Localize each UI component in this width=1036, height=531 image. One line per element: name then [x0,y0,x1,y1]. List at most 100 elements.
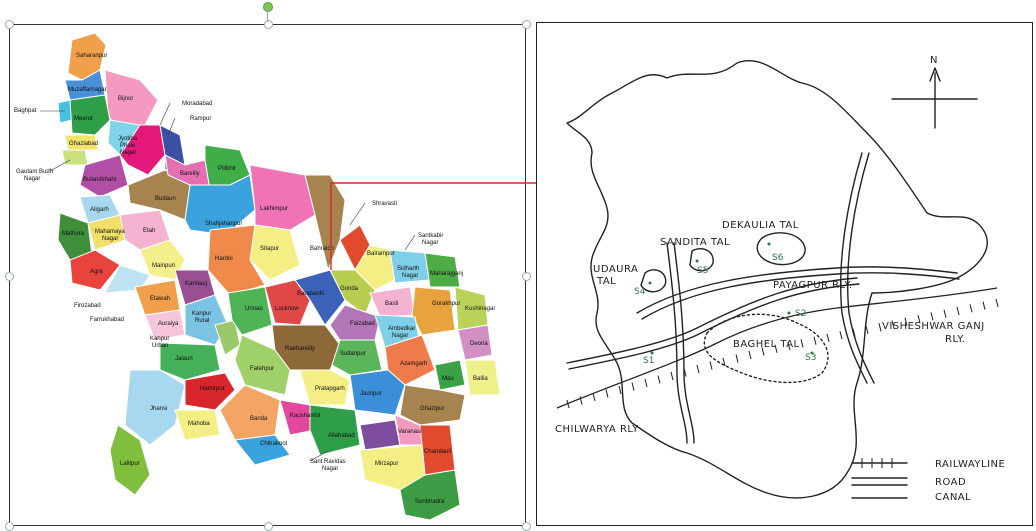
legend-canal-label: CANAL [935,492,971,503]
label-ballia: Ballia [473,376,488,382]
label-etawah: Etawah [150,296,170,302]
label-muzaffarnagar: Muzaffarnagar [68,87,107,93]
resize-handle-top[interactable] [264,20,273,29]
baghel-tal-label: BAGHEL TAL [733,339,800,350]
label-santravidas2: Nagar [322,466,338,472]
site-s4-label: S4 [634,287,646,297]
study-area-sketch-map: N DEKAULIA TAL SANDITA TAL UDAURA TAL BA… [555,55,1005,503]
sample-site-dots [648,242,814,355]
label-fatehpur: Fatehpur [250,366,274,372]
label-farrukhabad: Farrukhabad [90,317,124,323]
label-shravasti: Shravasti [372,201,397,207]
north-label: N [930,55,938,66]
canal-right-2 [847,152,875,384]
label-sonbhadra: Sonbhadra [415,499,445,505]
label-hamirpur: Hamirpur [200,386,225,392]
district-barabanki [294,269,346,326]
label-jyotiba3: Nagar [120,150,136,156]
site-s6-label: S6 [772,253,784,263]
visheshwar-rly-label: RLY. [945,334,965,345]
railway-tick [865,325,869,335]
study-area-sketch-panel: N DEKAULIA TAL SANDITA TAL UDAURA TAL BA… [536,22,1033,526]
label-jyotiba2: Phule [120,143,136,149]
district-mau [434,359,466,391]
dekaulia-tal-outline [756,232,806,266]
legend-railway-label: RAILWAYLINE [935,459,1005,470]
canal-left-2 [673,242,695,444]
resize-handle-top-left[interactable] [5,20,14,29]
resize-handle-top-right[interactable] [522,20,531,29]
railway-tick [618,385,622,395]
label-santkabir: Santkabir [418,233,443,239]
label-unnao: Unnao [245,306,263,312]
district-hamirpur [184,372,236,411]
railway-tick [826,333,830,343]
railway-tick [852,328,856,337]
district-fatehpur [234,334,291,396]
label-mainpuri: Mainpuri [152,263,175,269]
label-kanpururban2: Urban [152,343,168,349]
railway-tick [930,312,934,321]
district-bulandshahr [79,154,129,198]
label-bijnor: Bijnor [118,96,133,102]
label-leader-line [159,102,171,126]
district-gonda [329,269,376,316]
railway-tick [761,347,765,356]
district-deoria [457,324,493,361]
label-mathura: Mathura [62,231,85,237]
label-ambedkar2: Nagar [392,333,408,339]
district-jhansi [124,369,186,446]
railway-tick [891,320,895,329]
sandita-tal-outline [689,247,714,272]
label-santravidas: Sant Ravidas [310,459,346,465]
label-leader-line [309,450,329,462]
visheshwar-ganj-label: VISHESHWAR GANJ [882,321,985,332]
label-gorakhpur: Gorakhpur [432,301,460,307]
label-barabanki: Barabanki [297,291,324,297]
railway-tick [735,354,739,363]
railway-tick [800,339,804,348]
resize-handle-left[interactable] [5,272,14,281]
label-azamgarh: Azamgarh [400,361,427,367]
district-ballia [464,359,501,396]
road-line-4 [568,283,860,370]
label-baghpat: Baghpat [14,108,37,114]
district-unnao [227,286,273,336]
label-kushinagar: Kushinagar [465,306,495,312]
label-gonda: Gonda [340,286,359,292]
railway-tick [722,357,726,367]
label-rampur: Rampur [190,116,211,122]
railway-tick [839,331,843,340]
label-kannauj: Kannauj [185,281,207,287]
label-aligarh: Aligarh [90,207,109,213]
district-boundary [566,60,988,499]
label-santkabir2: Nagar [422,240,438,246]
district-banda [219,384,281,441]
label-gautam2: Nagar [24,176,40,182]
rotate-handle[interactable] [263,2,273,12]
railway-tick [813,336,817,345]
resize-handle-right[interactable] [522,272,531,281]
railway-ticks [556,287,998,409]
district-shahjahanpur [184,174,256,236]
railway-tick [592,392,596,402]
district-ghaziabad [64,134,99,151]
label-sitapur: Sitapur [260,246,279,252]
site-s5-label: S5 [697,266,708,276]
site-s1-label: S1 [643,356,654,366]
railway-tick [982,301,986,310]
label-pratapgarh: Pratapgarh [315,386,345,392]
railway-tick [995,298,999,308]
railway-tick [566,399,570,409]
payagpur-rly-label: PAYAGPUR RLY. [773,280,853,291]
label-mahoba: Mahoba [188,421,210,427]
railway-tick [956,306,960,316]
label-basti: Basti [385,301,398,307]
label-faizabad: Faizabad [350,321,375,327]
label-bareilly: Bareilly [180,171,200,177]
udaura-tal-label: TAL [596,276,616,287]
railway-tick [787,341,791,351]
district-lalitpur [109,424,151,496]
railway-tick [748,350,752,360]
legend-road-label: ROAD [935,477,966,488]
